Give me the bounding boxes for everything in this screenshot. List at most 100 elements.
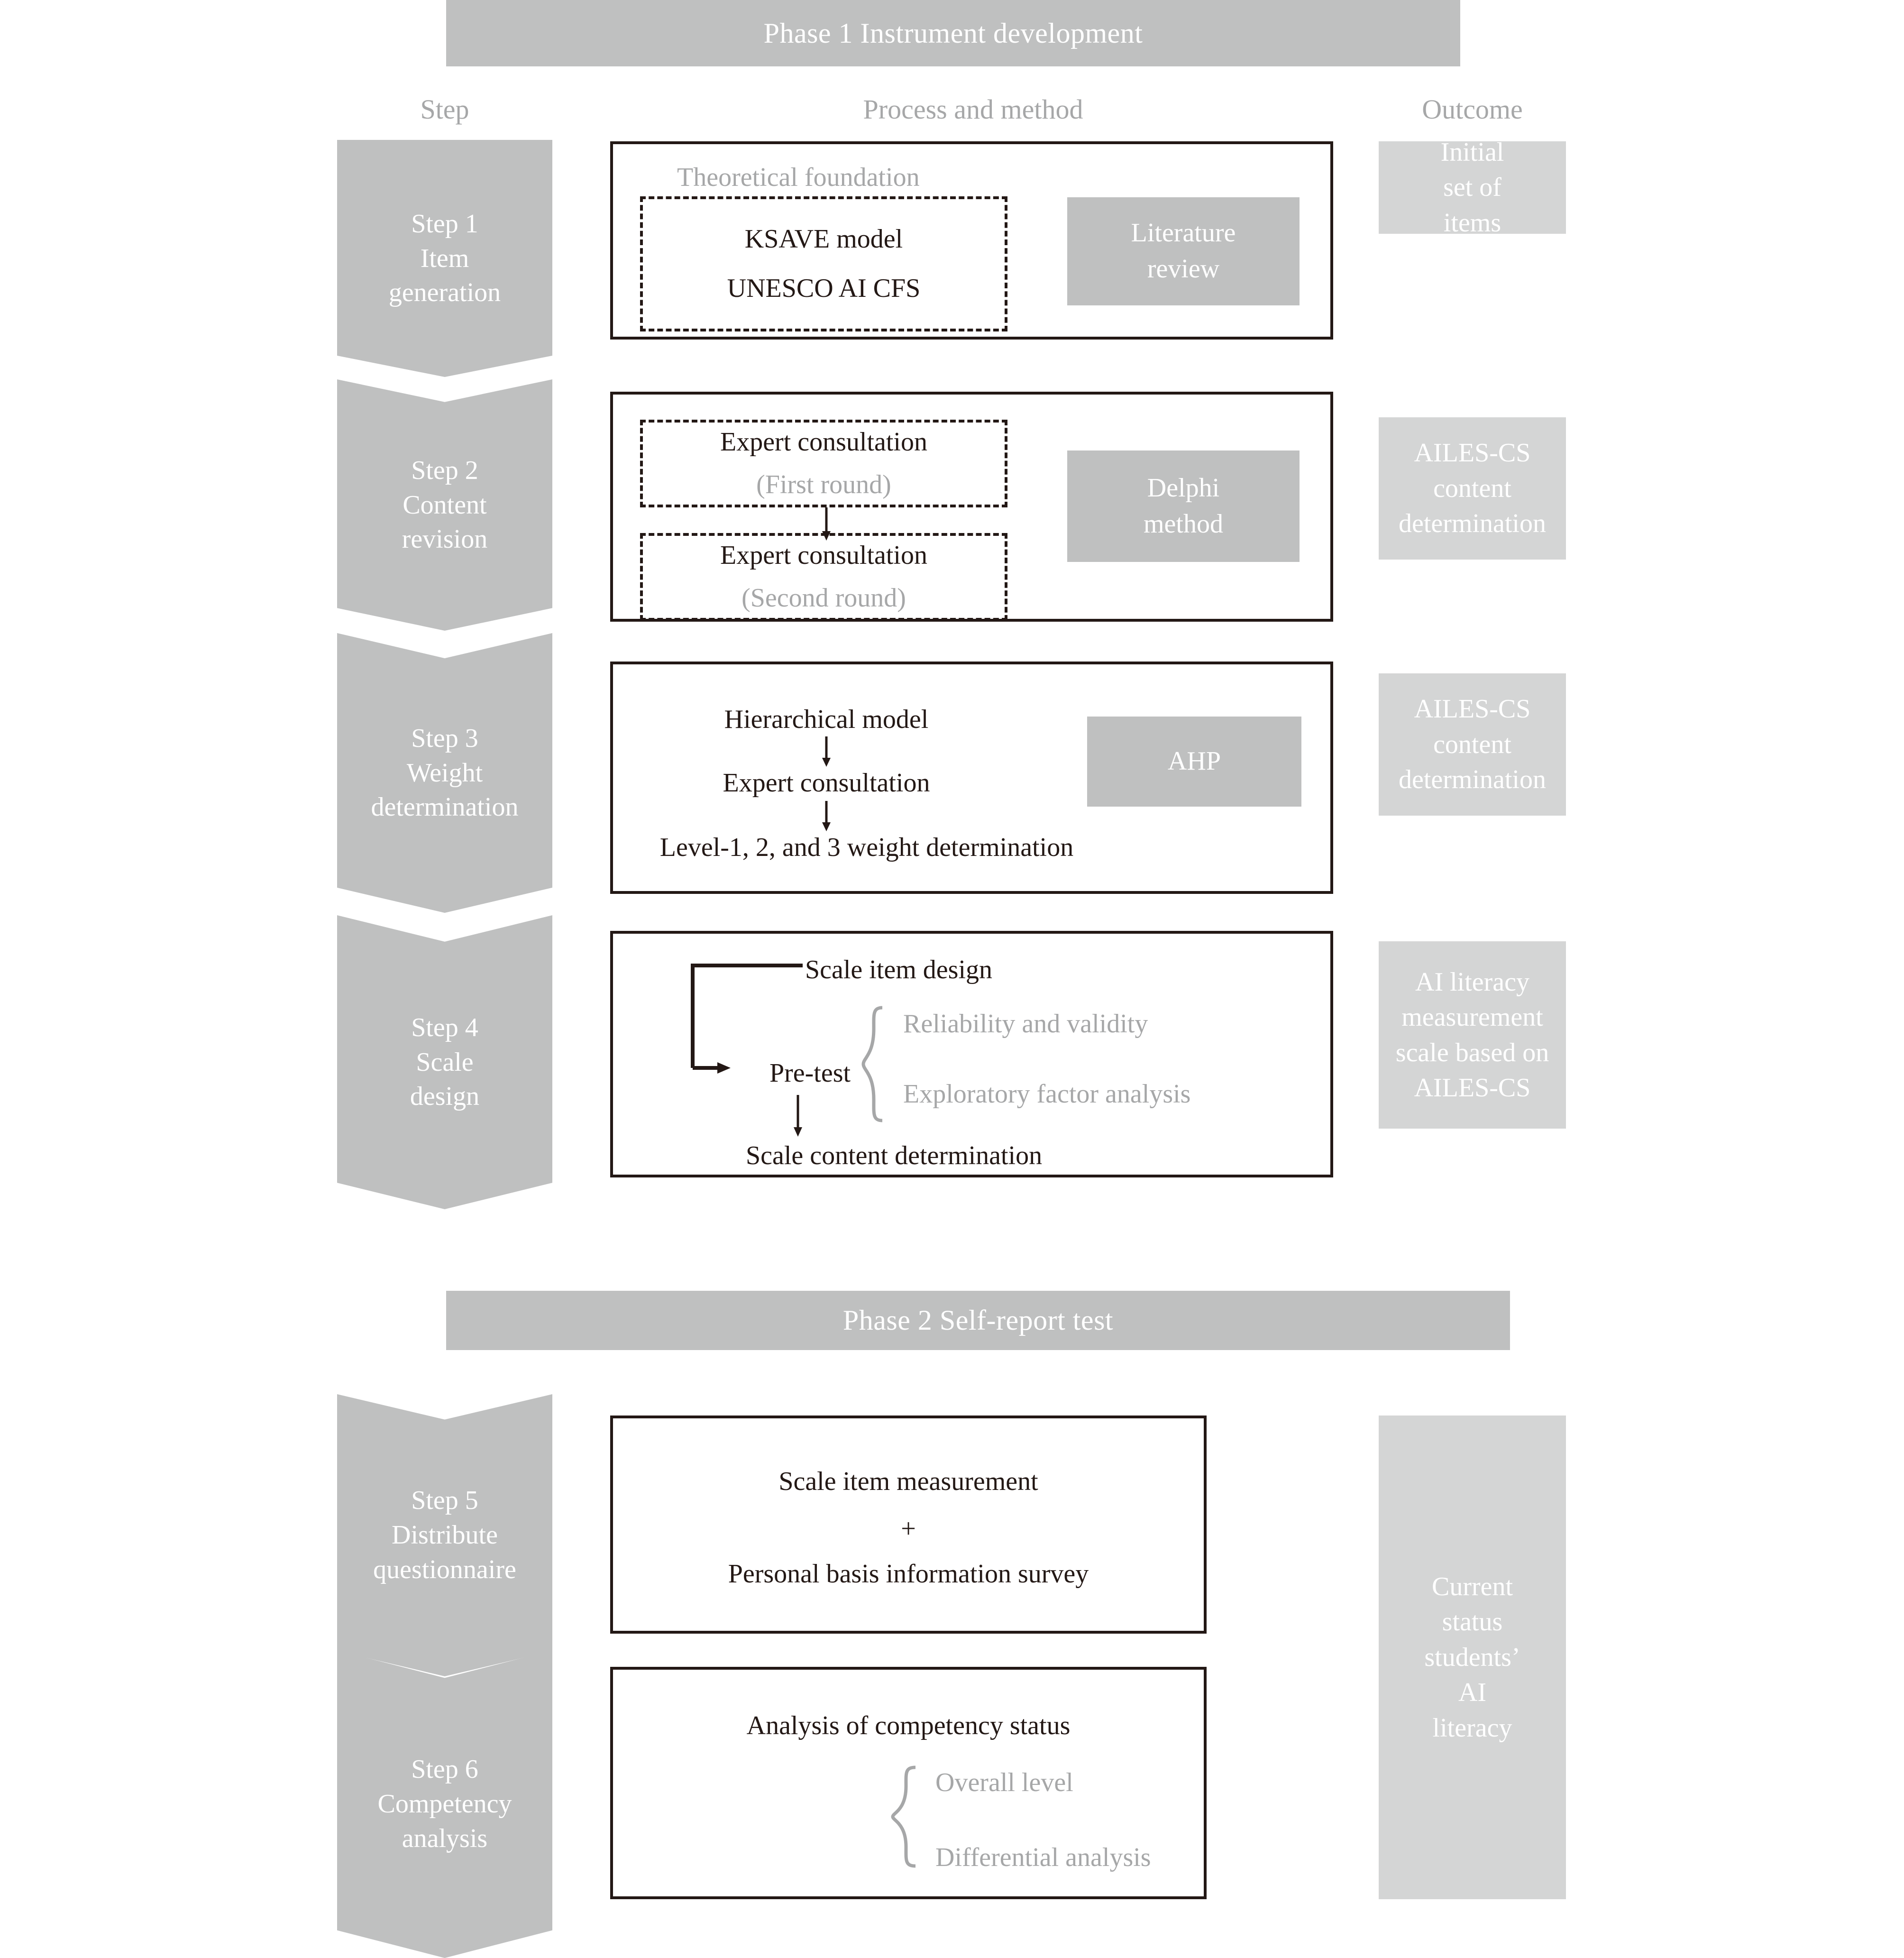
- method-chip-delphi-method: Delphi method: [1067, 450, 1300, 562]
- step-1-line2: Item: [420, 243, 469, 273]
- step-3-line3: determination: [371, 792, 519, 822]
- arrow-down-icon-pretest-to-scale-content: [794, 1095, 802, 1137]
- literature-review-line1: Literature: [1131, 218, 1236, 248]
- outcome-4-line3: scale based on: [1395, 1038, 1549, 1067]
- outcome-3-line2: content: [1433, 729, 1511, 759]
- theoretical-foundation-dashed-box: KSAVE model UNESCO AI CFS: [640, 196, 1007, 331]
- step-6-line3: analysis: [402, 1823, 488, 1853]
- outcome-5-line1: Current: [1431, 1572, 1513, 1601]
- delphi-method-line1: Delphi: [1147, 473, 1220, 503]
- process-box-step-4: Scale item design Pre-test Reliability a…: [610, 931, 1333, 1177]
- expert-consultation-second-sub: (Second round): [741, 583, 906, 613]
- weight-determination-text: Level-1, 2, and 3 weight determination: [659, 833, 1074, 862]
- outcome-4-line4: AILES-CS: [1414, 1073, 1531, 1103]
- outcome-box-2: AILES-CS content determination: [1379, 417, 1566, 560]
- outcome-5-line3: students’: [1424, 1642, 1520, 1672]
- step-1-number: Step 1: [411, 209, 478, 239]
- step-6-line2: Competency: [377, 1789, 512, 1819]
- step-5-line2: Distribute: [392, 1520, 498, 1550]
- expert-consultation-second-round-box: Expert consultation (Second round): [640, 533, 1007, 621]
- curly-brace-icon-step-6: [891, 1765, 916, 1868]
- expert-consultation-first-title: Expert consultation: [720, 427, 927, 457]
- arrow-down-icon-expert-to-weights: [822, 801, 831, 831]
- step-4-line3: design: [410, 1082, 480, 1112]
- expert-consultation-second-title: Expert consultation: [720, 541, 927, 570]
- outcome-3-line3: determination: [1398, 765, 1546, 795]
- column-header-step-label: Step: [420, 93, 469, 125]
- step-3-number: Step 3: [411, 723, 478, 753]
- outcome-1-line2: set of: [1443, 173, 1501, 202]
- outcome-3-line1: AILES-CS: [1414, 694, 1531, 724]
- step-chevron-2[interactable]: Step 2 Content revision: [337, 379, 552, 631]
- ahp-label: AHP: [1167, 746, 1221, 776]
- step-2-number: Step 2: [411, 455, 478, 485]
- process-box-step-5: Scale item measurement + Personal basis …: [610, 1416, 1207, 1634]
- step-chevron-1[interactable]: Step 1 Item generation: [337, 140, 552, 377]
- step-4-number: Step 4: [411, 1012, 478, 1042]
- method-chip-ahp: AHP: [1087, 717, 1301, 807]
- curly-brace-icon-step-4: [861, 1006, 883, 1122]
- outcome-box-3: AILES-CS content determination: [1379, 673, 1566, 816]
- column-header-process-label: Process and method: [863, 93, 1083, 125]
- outcome-4-line1: AI literacy: [1415, 967, 1529, 997]
- outcome-5-line2: status: [1442, 1607, 1503, 1637]
- phase-1-banner: Phase 1 Instrument development: [446, 0, 1460, 66]
- outcome-box-1: Initial set of items: [1379, 138, 1566, 238]
- column-header-outcome: Outcome: [1379, 88, 1566, 130]
- hierarchical-model-text: Hierarchical model: [724, 705, 929, 734]
- outcome-box-5: Current status students’ AI literacy: [1379, 1416, 1566, 1899]
- ksave-model-text: KSAVE model: [744, 224, 903, 254]
- reliability-and-validity-text: Reliability and validity: [903, 1009, 1148, 1039]
- process-box-step-3: Hierarchical model Expert consultation L…: [610, 662, 1333, 894]
- feedback-loop-arrow-icon: [691, 964, 803, 1074]
- step-4-line2: Scale: [416, 1047, 474, 1077]
- expert-consultation-step3-text: Expert consultation: [723, 768, 930, 798]
- process-box-step-2: Expert consultation (First round) Expert…: [610, 392, 1333, 622]
- scale-item-measurement-text: Scale item measurement: [778, 1467, 1038, 1496]
- plus-sign-text: +: [901, 1514, 916, 1544]
- differential-analysis-text: Differential analysis: [935, 1843, 1151, 1872]
- theoretical-foundation-caption: Theoretical foundation: [677, 163, 920, 192]
- step-5-line3: questionnaire: [373, 1554, 516, 1584]
- arrow-down-icon-hierarchical-to-expert: [822, 736, 831, 767]
- outcome-5-line5: literacy: [1432, 1713, 1512, 1743]
- step-2-line2: Content: [403, 490, 487, 520]
- outcome-2-line3: determination: [1398, 509, 1546, 539]
- step-5-number: Step 5: [411, 1486, 478, 1516]
- method-chip-literature-review: Literature review: [1067, 197, 1300, 305]
- scale-item-design-text: Scale item design: [805, 955, 993, 984]
- step-2-line3: revision: [402, 524, 488, 554]
- outcome-1-line1: Initial: [1440, 137, 1504, 167]
- outcome-1-line3: items: [1443, 208, 1501, 238]
- outcome-box-4: AI literacy measurement scale based on A…: [1379, 941, 1566, 1129]
- scale-content-determination-text: Scale content determination: [746, 1141, 1043, 1170]
- step-chevron-5[interactable]: Step 5 Distribute questionnaire: [337, 1394, 552, 1676]
- outcome-4-line2: measurement: [1401, 1002, 1543, 1032]
- outcome-2-line2: content: [1433, 473, 1511, 503]
- step-chevron-3[interactable]: Step 3 Weight determination: [337, 633, 552, 913]
- personal-basis-information-survey-text: Personal basis information survey: [728, 1559, 1089, 1589]
- overall-level-text: Overall level: [935, 1768, 1073, 1797]
- pre-test-text: Pre-test: [769, 1058, 851, 1088]
- literature-review-line2: review: [1147, 254, 1220, 284]
- exploratory-factor-analysis-text: Exploratory factor analysis: [903, 1079, 1191, 1109]
- outcome-5-line4: AI: [1458, 1678, 1487, 1708]
- phase-2-banner: Phase 2 Self-report test: [446, 1291, 1510, 1350]
- step-3-line2: Weight: [406, 758, 483, 788]
- expert-consultation-first-round-box: Expert consultation (First round): [640, 420, 1007, 507]
- column-header-outcome-label: Outcome: [1422, 93, 1523, 125]
- column-header-process: Process and method: [610, 88, 1336, 130]
- unesco-ai-cfs-text: UNESCO AI CFS: [727, 273, 921, 303]
- delphi-method-line2: method: [1144, 509, 1223, 539]
- expert-consultation-first-sub: (First round): [756, 469, 891, 499]
- step-chevron-6[interactable]: Step 6 Competency analysis: [337, 1650, 552, 1958]
- step-6-number: Step 6: [411, 1755, 478, 1784]
- step-1-line3: generation: [388, 278, 501, 308]
- outcome-2-line1: AILES-CS: [1414, 438, 1531, 468]
- column-header-step: Step: [337, 88, 552, 130]
- step-chevron-4[interactable]: Step 4 Scale design: [337, 915, 552, 1209]
- process-box-step-6: Analysis of competency status Overall le…: [610, 1667, 1207, 1899]
- analysis-of-competency-status-text: Analysis of competency status: [746, 1711, 1071, 1740]
- phase-2-title: Phase 2 Self-report test: [842, 1305, 1114, 1336]
